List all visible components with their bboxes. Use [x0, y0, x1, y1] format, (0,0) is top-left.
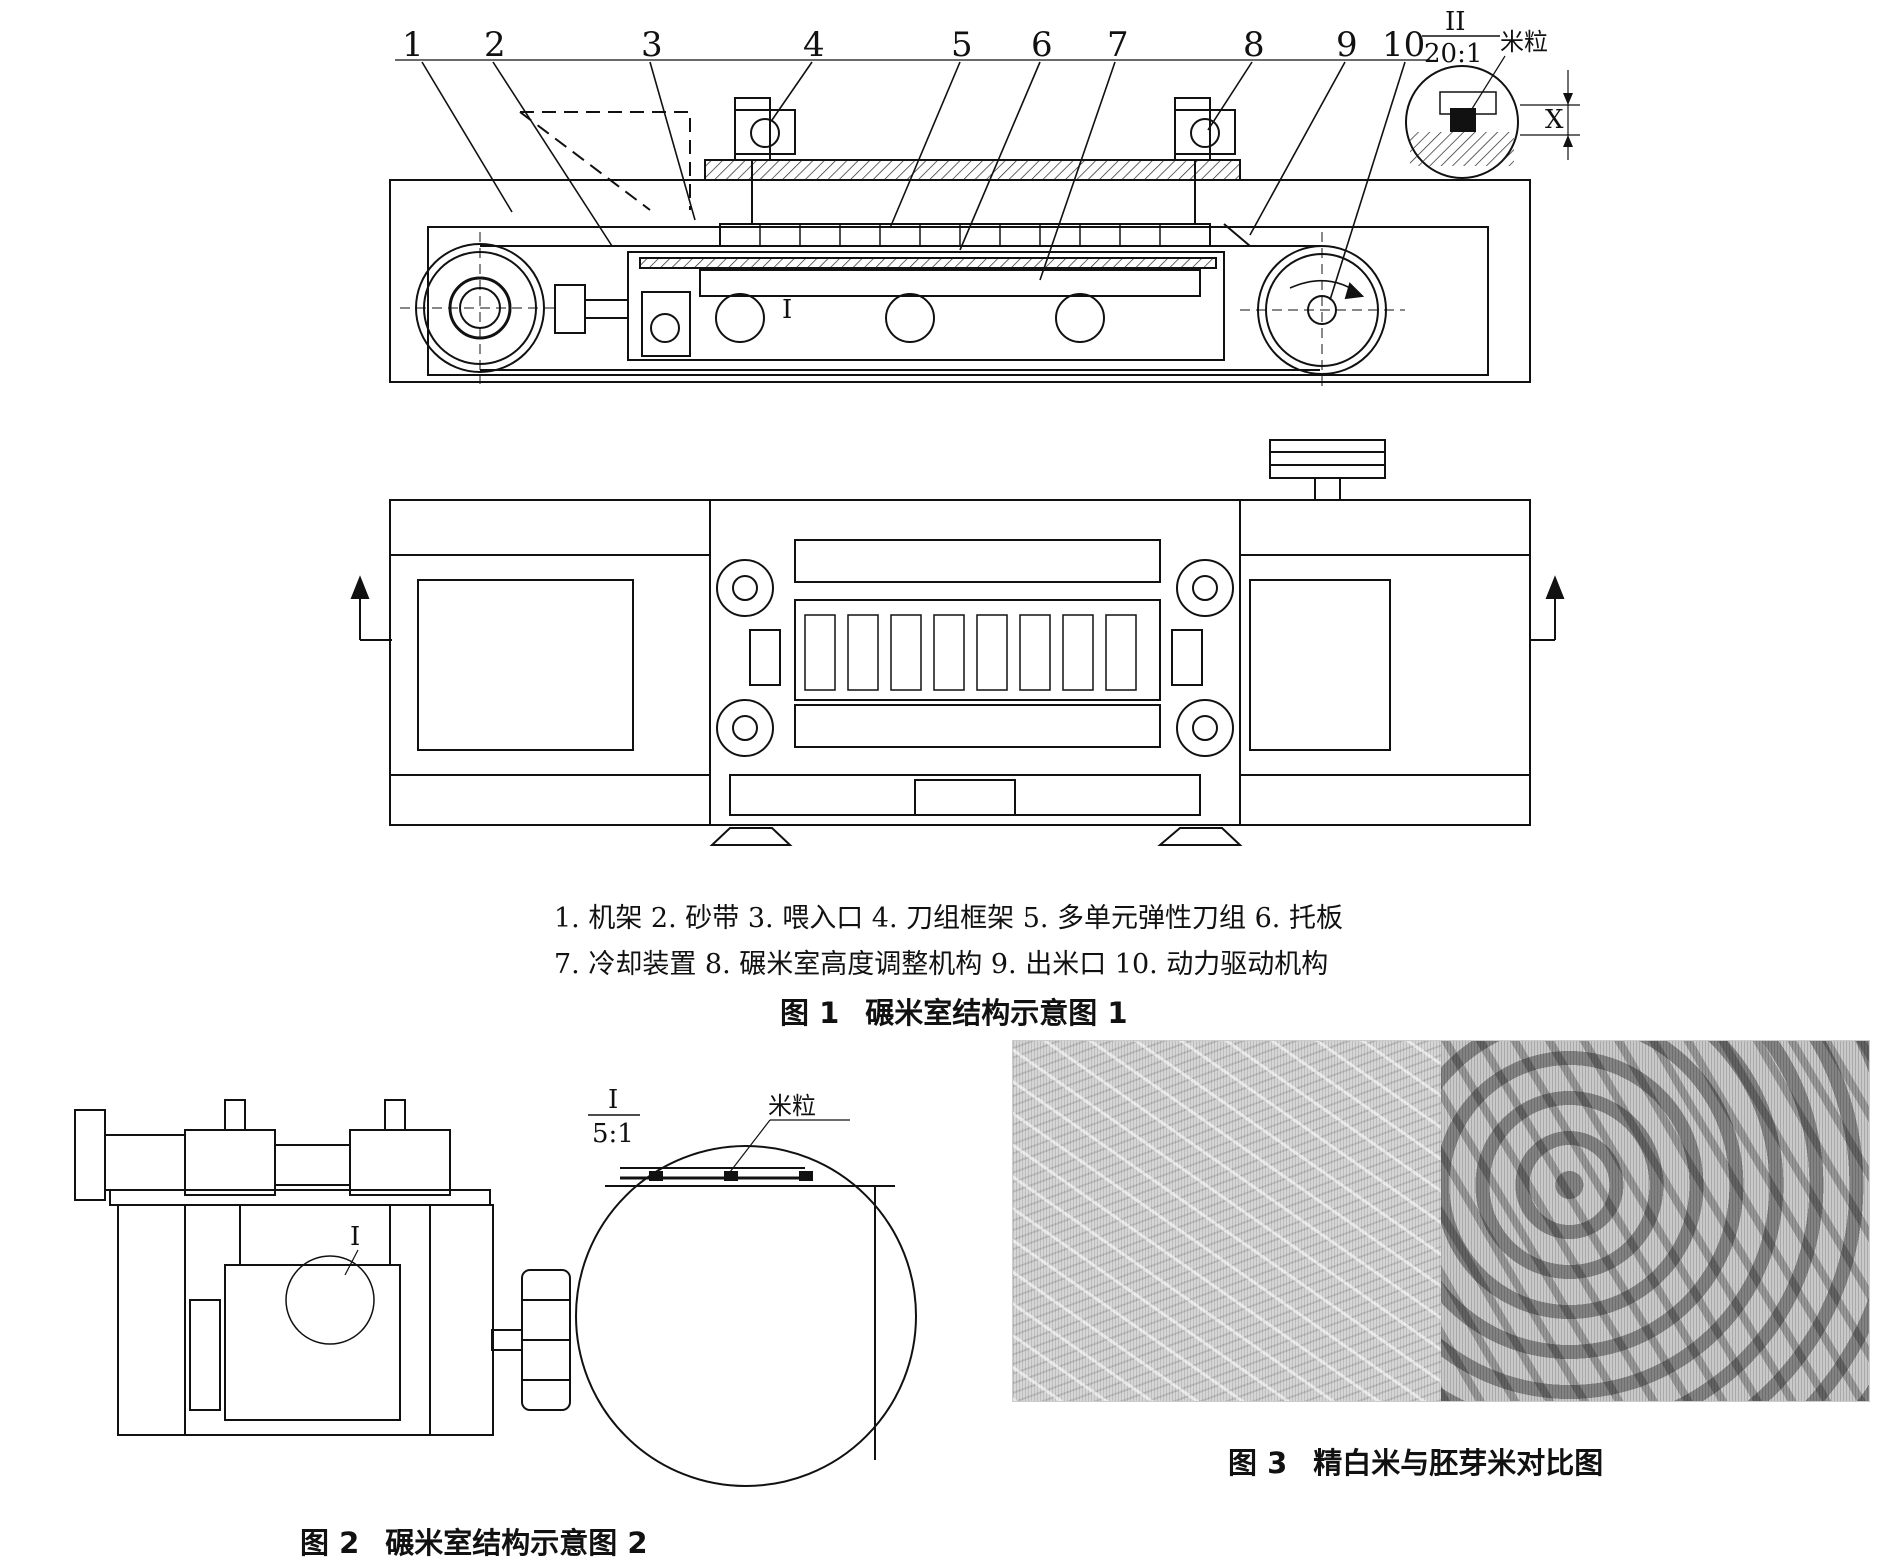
fig1-title-num: 图 1: [780, 996, 840, 1030]
fig3-title-text: 精白米与胚芽米对比图: [1313, 1446, 1604, 1480]
white-rice-photo: [1013, 1041, 1441, 1401]
detail-i-roman: I: [608, 1085, 618, 1115]
detail-ii-scale: 20:1: [1424, 39, 1482, 69]
fig1-title: 图 1 碾米室结构示意图 1: [780, 990, 1154, 1032]
detail-ii-dim: X: [1545, 105, 1564, 135]
fig1-title-text: 碾米室结构示意图 1: [865, 996, 1128, 1030]
callout-5: 5: [951, 25, 973, 65]
fig1-side-view: [389, 97, 1531, 388]
callout-7: 7: [1107, 25, 1129, 65]
detail-i-grain-label: 米粒: [768, 1092, 816, 1120]
fig1-legend-line1: 1. 机架 2. 砂带 3. 喂入口 4. 刀组框架 5. 多单元弹性刀组 6.…: [554, 903, 1343, 934]
callout-2: 2: [484, 25, 506, 65]
detail-ii: X II 20:1 米粒: [1405, 7, 1580, 179]
fig1-top-view: [389, 439, 1531, 846]
fig1-leader-lines: [395, 59, 1430, 301]
callout-1: 1: [402, 25, 424, 65]
fig1-callouts: 1 2 3 4 5 6 7 8 9 10 I: [402, 25, 1425, 325]
fig2-section-circle: [285, 1255, 375, 1345]
detail-ii-roman: II: [1445, 7, 1466, 37]
fig2-section-mark: I: [350, 1222, 360, 1252]
detail-i-scale: 5:1: [592, 1119, 634, 1149]
fig3-photo: [1012, 1040, 1870, 1402]
frame-inner: [427, 226, 1489, 376]
callout-8: 8: [1243, 25, 1265, 65]
callout-4: 4: [803, 25, 825, 65]
callout-10: 10: [1382, 25, 1425, 65]
fig3-title-num: 图 3: [1228, 1446, 1288, 1480]
fig2-title-text: 碾米室结构示意图 2: [385, 1526, 648, 1560]
callout-6: 6: [1031, 25, 1053, 65]
section-mark-fig1: I: [782, 295, 792, 325]
fig1-legend-line2: 7. 冷却装置 8. 碾米室高度调整机构 9. 出米口 10. 动力驱动机构: [554, 949, 1329, 980]
callout-3: 3: [641, 25, 663, 65]
callout-9: 9: [1336, 25, 1358, 65]
fig2-front-view: [74, 1099, 571, 1436]
chamber-box: [627, 251, 1225, 361]
top-chamber: [709, 499, 1241, 826]
detail-ii-grain-label: 米粒: [1500, 28, 1548, 56]
flow-arrows: [350, 575, 1565, 641]
fig2-title: 图 2 碾米室结构示意图 2: [300, 1520, 674, 1562]
germ-rice-photo: [1441, 1041, 1869, 1401]
fig3-title: 图 3 精白米与胚芽米对比图: [1228, 1440, 1629, 1482]
cutter-blocks: [719, 223, 1211, 247]
detail-i: [575, 1145, 917, 1487]
fig2-title-num: 图 2: [300, 1526, 360, 1560]
